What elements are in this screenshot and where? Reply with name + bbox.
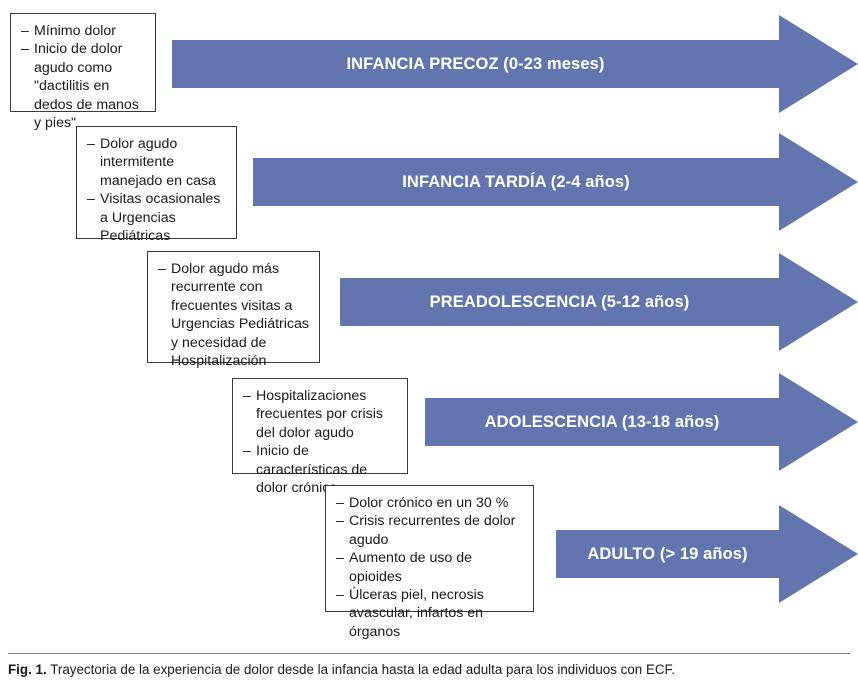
- callout-bullet-list: Dolor agudo intermitente manejado en cas…: [87, 135, 227, 245]
- callout-bullet: Hospitalizaciones frecuentes por crisis …: [243, 387, 398, 442]
- caption-text: Trayectoria de la experiencia de dolor d…: [50, 662, 675, 677]
- arrow-infancia-tardia: INFANCIA TARDÍA (2-4 años): [253, 126, 858, 238]
- arrow-shape-icon: [172, 15, 858, 113]
- callout-bullet-list: Mínimo dolor Inicio de dolor agudo como …: [21, 22, 146, 132]
- arrow-shape-icon: [556, 505, 858, 603]
- arrow-infancia-precoz: INFANCIA PRECOZ (0-23 meses): [172, 8, 858, 120]
- callout-bullet-list: Dolor agudo más recurrente con frecuente…: [158, 260, 310, 370]
- callout-box-adulto: Dolor crónico en un 30 % Crisis recurren…: [325, 485, 534, 640]
- callout-box-preadolescencia: Dolor agudo más recurrente con frecuente…: [147, 251, 320, 369]
- callout-bullet-list: Hospitalizaciones frecuentes por crisis …: [243, 387, 398, 497]
- callout-bullet: Crisis recurrentes de dolor agudo: [336, 512, 524, 549]
- caption-label: Fig. 1.: [8, 662, 47, 677]
- callout-bullet: Dolor agudo más recurrente con frecuente…: [158, 260, 310, 370]
- callout-bullet: Aumento de uso de opioides: [336, 549, 524, 586]
- arrow-shape-icon: [340, 253, 858, 351]
- callout-box-infancia-tardia: Dolor agudo intermitente manejado en cas…: [76, 126, 237, 244]
- callout-bullet: Dolor agudo intermitente manejado en cas…: [87, 135, 227, 190]
- callout-bullet: Inicio de dolor agudo como "dactilitis e…: [21, 40, 146, 132]
- callout-bullet: Mínimo dolor: [21, 22, 146, 41]
- arrow-adolescencia: ADOLESCENCIA (13-18 años): [425, 366, 858, 478]
- arrow-preadolescencia: PREADOLESCENCIA (5-12 años): [340, 246, 858, 358]
- callout-bullet: Úlceras piel, necrosis avascular, infart…: [336, 586, 524, 641]
- figure-caption: Fig. 1. Trayectoria de la experiencia de…: [8, 661, 850, 679]
- callout-bullet: Inicio de características de dolor cróni…: [243, 442, 398, 497]
- callout-box-infancia-precoz: Mínimo dolor Inicio de dolor agudo como …: [10, 13, 156, 131]
- callout-box-adolescencia: Hospitalizaciones frecuentes por crisis …: [232, 378, 408, 496]
- callout-bullet: Visitas ocasionales a Urgencias Pediátri…: [87, 190, 227, 245]
- arrow-shape-icon: [253, 133, 858, 231]
- arrow-adulto: ADULTO (> 19 años): [556, 498, 858, 610]
- callout-bullet: Dolor crónico en un 30 %: [336, 494, 524, 513]
- caption-divider: [8, 653, 850, 655]
- arrow-shape-icon: [425, 373, 858, 471]
- callout-bullet-list: Dolor crónico en un 30 % Crisis recurren…: [336, 494, 524, 641]
